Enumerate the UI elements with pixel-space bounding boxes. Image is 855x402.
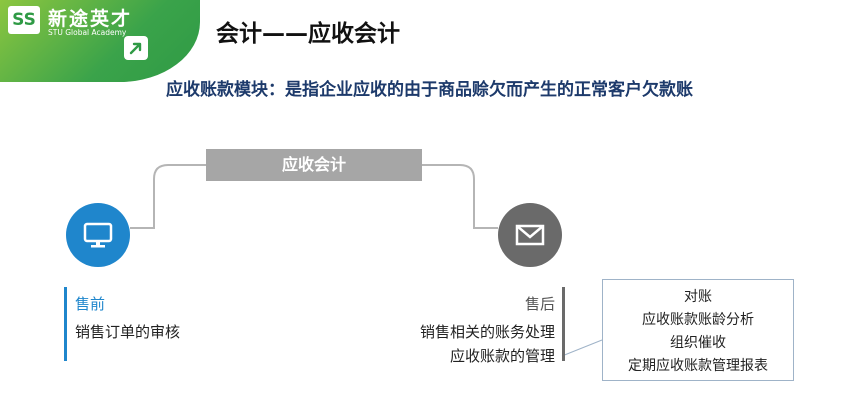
- aftersale-item: 销售相关的账务处理: [419, 323, 555, 341]
- presale-item: 销售订单的审核: [75, 323, 181, 341]
- detail-item: 定期应收账款管理报表: [628, 358, 768, 374]
- slide-title: 会计——应收会计: [216, 21, 400, 47]
- aftersale-divider: [562, 287, 565, 361]
- center-label: 应收会计: [206, 149, 422, 181]
- logo-text-cn: 新途英才: [48, 8, 133, 30]
- slide-subtitle: 应收账款模块：是指企业应收的由于商品赊欠而产生的正常客户欠款账: [166, 80, 693, 100]
- presale-heading: 售前: [75, 295, 106, 313]
- aftersale-item: 应收账款的管理: [449, 347, 555, 365]
- detail-item: 应收账款账龄分析: [642, 312, 754, 328]
- receivables-detail-box: 对账 应收账款账龄分析 组织催收 定期应收账款管理报表: [602, 279, 794, 381]
- presale-circle: [66, 203, 130, 267]
- aftersale-circle: [498, 203, 562, 267]
- detail-item: 对账: [684, 289, 712, 305]
- arrow-up-right-icon: [124, 36, 148, 60]
- aftersale-heading: 售后: [524, 295, 555, 313]
- envelope-icon: [515, 224, 545, 246]
- logo-mark: SS: [8, 6, 40, 34]
- logo-banner: SS 新途英才 STU Global Academy: [0, 0, 200, 82]
- presale-divider: [64, 287, 67, 361]
- logo-text-en: STU Global Academy: [48, 28, 127, 37]
- detail-item: 组织催收: [670, 335, 726, 351]
- monitor-icon: [83, 222, 113, 248]
